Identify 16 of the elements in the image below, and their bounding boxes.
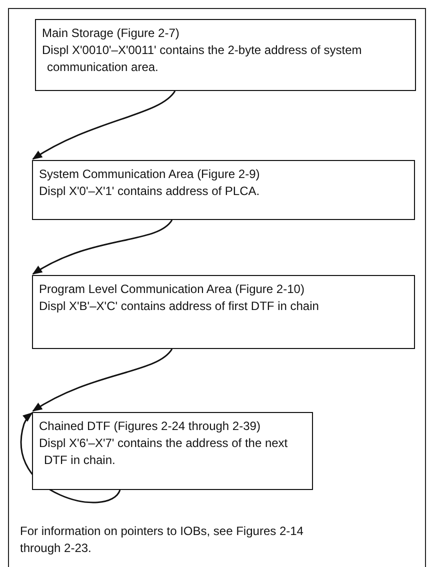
process-box [32, 412, 313, 490]
process-box [32, 275, 415, 349]
process-box [35, 19, 416, 91]
box-heading: Chained DTF (Figures 2-24 through 2-39) [39, 418, 262, 435]
process-box [32, 160, 415, 220]
box-description: Displ X'0'–X'1' contains address of PLCA. [39, 183, 261, 200]
box-heading: Main Storage (Figure 2-7) [42, 25, 180, 42]
box-description: Displ X'0010'–X'0011' contains the 2-byte address of system communication area. [42, 42, 363, 76]
box-description: Displ X'6'–X'7' contains the address of the next DTF in chain. [39, 435, 289, 469]
box-description: Displ X'B'–X'C' contains address of first DTF in chain [39, 298, 320, 315]
box-heading: System Communication Area (Figure 2-9) [39, 166, 261, 183]
curved-arrow [32, 220, 173, 275]
curved-arrow [32, 90, 176, 160]
curved-arrow [32, 348, 173, 412]
box-heading: Program Level Communication Area (Figure 2-10) [39, 281, 306, 298]
note-text: For information on pointers to IOBs, see Figures 2-14 through 2-23. [20, 523, 304, 557]
